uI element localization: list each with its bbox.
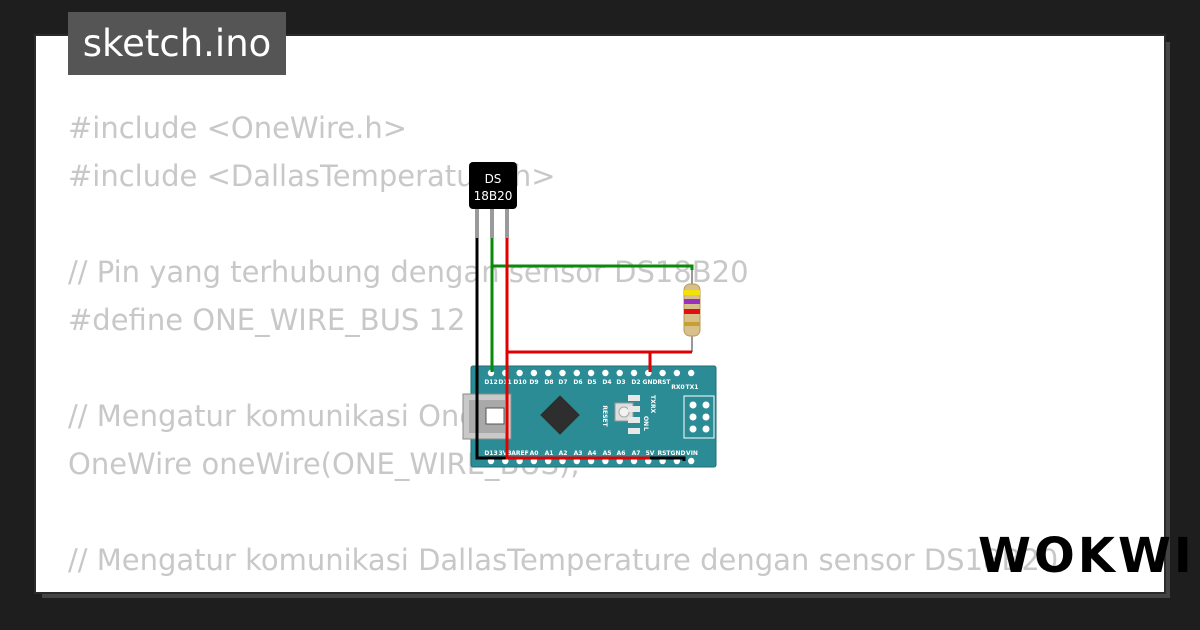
code-line: // Pin yang terhubung dengan sensor DS18… — [68, 255, 749, 289]
pin-label-d13: D13 — [484, 450, 497, 457]
pin-hole[interactable] — [602, 369, 609, 377]
pin-label-gnd-bottom: GND — [671, 450, 686, 457]
pin-label-d9: D9 — [529, 379, 538, 386]
pin-label-rst-top: RST — [657, 379, 671, 386]
usb-connector — [462, 393, 512, 440]
pin-hole[interactable] — [688, 457, 695, 465]
pin-label-vin: VIN — [686, 450, 698, 457]
code-line: // Mengatur komunikasi DallasTemperature… — [68, 543, 1059, 577]
wire-vcc[interactable] — [505, 236, 692, 460]
pin-label-a2: A2 — [559, 450, 568, 457]
pin-hole[interactable] — [559, 369, 566, 377]
pin-hole[interactable] — [573, 369, 580, 377]
top-pin-header — [487, 369, 695, 377]
pin-label-3v3: 3V3 — [499, 450, 512, 457]
pin-hole[interactable] — [587, 369, 595, 377]
pin-label-tx1: TX1 — [686, 384, 699, 391]
pin-hole[interactable] — [616, 369, 623, 377]
code-line: #include <OneWire.h> — [68, 111, 408, 145]
pin-hole[interactable] — [688, 369, 695, 377]
sketch-card: #include <OneWire.h> #include <DallasTem… — [36, 36, 1164, 592]
pin-label-d11: D11 — [498, 379, 511, 386]
pin-label-gnd-top: GND — [643, 379, 658, 386]
pin-label-a0: A0 — [530, 450, 539, 457]
pin-label-5v: 5V — [646, 450, 655, 457]
pull-up-resistor[interactable] — [683, 268, 701, 352]
pin-label-aref: AREF — [511, 450, 528, 457]
code-line: DallasTemperature sensors(&oneWire); — [68, 584, 1058, 592]
pin-label-d10: D10 — [513, 379, 526, 386]
status-leds — [628, 395, 640, 434]
mcu-chip — [540, 395, 580, 435]
pin-hole[interactable] — [516, 369, 523, 377]
pin-label-a7: A7 — [632, 450, 641, 457]
pin-hole[interactable] — [530, 369, 538, 377]
ds18b20-sensor[interactable]: DS 18B20 — [469, 162, 517, 238]
pin-label-rx0: RX0 — [671, 384, 684, 391]
led-label-on: ON — [642, 416, 649, 426]
code-preview: #include <OneWire.h> #include <DallasTem… — [68, 104, 1058, 592]
pin-label-d12: D12 — [484, 379, 497, 386]
pin-label-d8: D8 — [544, 379, 553, 386]
pin-label-d4: D4 — [602, 379, 611, 386]
pin-label-rst-bottom: RST — [657, 450, 671, 457]
wire-data[interactable] — [490, 236, 694, 372]
pin-label-d7: D7 — [558, 379, 567, 386]
arduino-nano-board[interactable]: RESET TX RX ON L D12 D11 D10 D9 D8 D7 D6… — [462, 365, 717, 468]
pin-hole[interactable] — [659, 369, 666, 377]
pin-label-a4: A4 — [588, 450, 597, 457]
sensor-label-line1: DS — [485, 172, 502, 186]
pin-label-d2: D2 — [631, 379, 640, 386]
icsp-header — [683, 395, 715, 439]
pin-label-a6: A6 — [617, 450, 626, 457]
pin-label-d3: D3 — [616, 379, 625, 386]
pin-hole[interactable] — [630, 369, 638, 377]
pin-label-a1: A1 — [545, 450, 554, 457]
led-label-tx: TX — [649, 395, 656, 404]
pin-hole[interactable] — [545, 369, 552, 377]
file-name-tab[interactable]: sketch.ino — [68, 12, 286, 75]
led-label-rx: RX — [649, 404, 656, 414]
code-line: #define ONE_WIRE_BUS 12 — [68, 303, 466, 337]
sensor-label-line2: 18B20 — [474, 189, 513, 203]
wokwi-logo: WOKWI — [978, 528, 1195, 584]
pin-label-a3: A3 — [574, 450, 583, 457]
led-label-l: L — [642, 427, 649, 431]
pin-label-d6: D6 — [573, 379, 582, 386]
reset-label: RESET — [601, 405, 608, 427]
pin-label-d5: D5 — [587, 379, 596, 386]
pin-label-a5: A5 — [603, 450, 612, 457]
pin-hole[interactable] — [673, 369, 681, 377]
